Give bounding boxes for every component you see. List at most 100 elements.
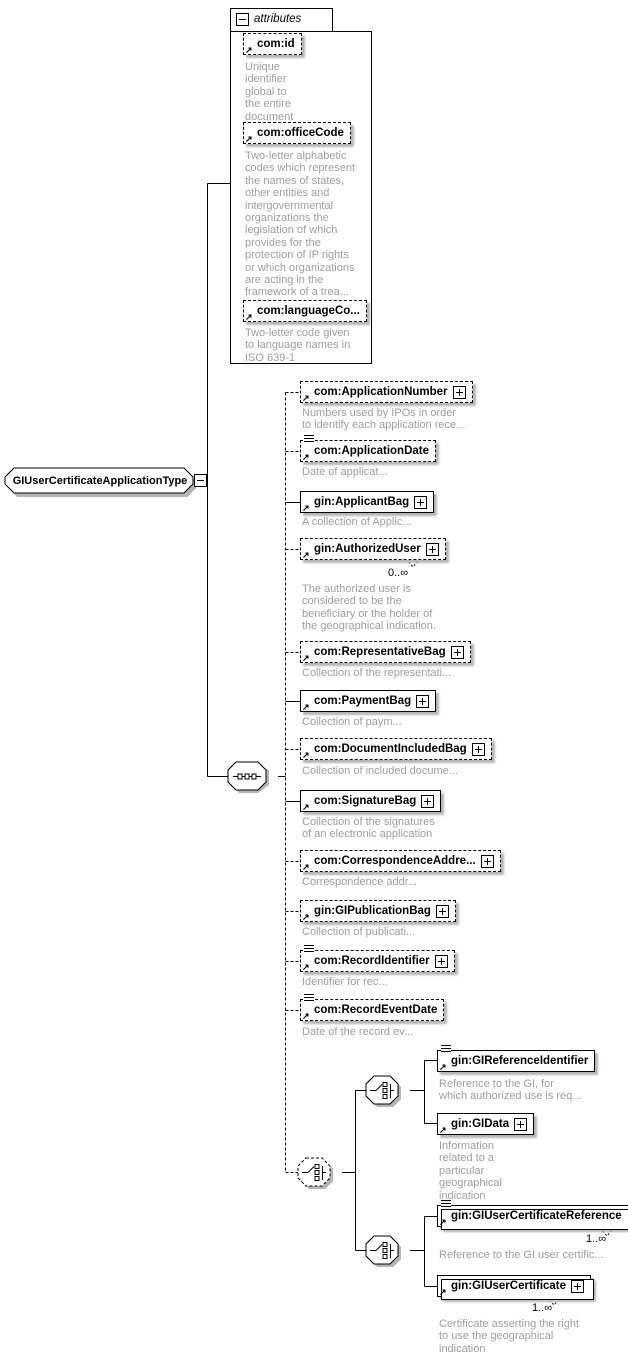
expand-icon[interactable] [480, 854, 494, 868]
text-content-icon [304, 435, 314, 443]
element-label: com:DocumentIncludedBag [314, 743, 467, 755]
element-label: com:PaymentBag [314, 695, 412, 707]
element-gin-authorized-user[interactable]: gin:AuthorizedUser [300, 538, 446, 560]
element-label: com:RecordEventDate [314, 1004, 438, 1016]
element-description: Certificate asserting the right to use t… [439, 1318, 580, 1355]
element-com-correspondence-address[interactable]: com:CorrespondenceAddre... [300, 850, 501, 872]
attribute-label: com:languageCo... [257, 305, 360, 317]
occurrence-label: 0..∞ [388, 567, 409, 579]
element-com-signature-bag[interactable]: com:SignatureBag [300, 790, 442, 812]
element-gin-gi-publication-bag[interactable]: gin:GIPublicationBag [300, 900, 456, 922]
element-gin-gi-user-certificate-reference[interactable]: gin:GIUserCertificateReference [437, 1200, 628, 1230]
element-label: com:RepresentativeBag [314, 646, 446, 658]
element-arrow-icon [245, 134, 255, 144]
element-com-payment-bag[interactable]: com:PaymentBag [300, 690, 437, 712]
element-arrow-icon [245, 45, 255, 55]
attributes-panel-title: attributes [254, 13, 302, 25]
attributes-panel [230, 8, 372, 364]
attribute-description: Unique identifier global to the entire d… [245, 61, 294, 123]
root-element-shape[interactable] [4, 467, 196, 497]
text-content-icon [304, 994, 314, 1002]
element-arrow-icon [302, 702, 312, 712]
element-arrow-icon [302, 750, 312, 760]
element-label: gin:GIPublicationBag [314, 905, 431, 917]
attribute-com-office-code[interactable]: com:officeCode [243, 122, 351, 144]
element-label: gin:ApplicantBag [314, 496, 410, 508]
element-arrow-icon [302, 503, 312, 513]
element-description: Identifier for rec... [302, 976, 388, 988]
element-description: A collection of Applic... [302, 516, 412, 528]
expand-icon[interactable] [421, 794, 435, 808]
element-arrow-icon [302, 802, 312, 812]
expand-icon[interactable] [450, 645, 464, 659]
text-content-icon [441, 1200, 451, 1208]
element-com-document-included-bag[interactable]: com:DocumentIncludedBag [300, 738, 492, 760]
element-description: Reference to the GI user certific... [439, 1249, 604, 1261]
expand-icon[interactable] [435, 904, 449, 918]
element-arrow-icon [439, 1287, 449, 1297]
attribute-description: Two-letter code given to language names … [245, 327, 351, 364]
element-description: Information related to a particular geog… [439, 1140, 502, 1202]
element-label: gin:AuthorizedUser [314, 543, 421, 555]
element-description: Collection of the signatures of an elect… [302, 816, 435, 841]
choice-icon[interactable] [365, 1075, 401, 1107]
element-com-application-number[interactable]: com:ApplicationNumber [300, 381, 473, 403]
element-description: Collection of publicati... [302, 926, 416, 938]
element-arrow-icon [439, 1062, 449, 1072]
attribute-label: com:id [257, 38, 295, 50]
expand-icon[interactable] [425, 542, 439, 556]
element-com-representative-bag[interactable]: com:RepresentativeBag [300, 641, 471, 663]
text-content-icon [441, 1045, 451, 1053]
sequence-icon[interactable] [227, 761, 269, 793]
occurrence-chevron [599, 1227, 615, 1237]
element-label: gin:GIUserCertificateReference [451, 1210, 622, 1222]
expand-icon[interactable] [514, 1117, 528, 1131]
element-label: gin:GIData [451, 1118, 510, 1130]
element-arrow-icon [302, 393, 312, 403]
element-label: gin:GIReferenceIdentifier [451, 1055, 589, 1067]
element-arrow-icon [302, 550, 312, 560]
expand-icon[interactable] [416, 694, 430, 708]
element-arrow-icon [245, 312, 255, 322]
element-label: com:SignatureBag [314, 795, 417, 807]
attribute-description: Two-letter alphabetic codes which repres… [245, 150, 356, 299]
element-label: com:CorrespondenceAddre... [314, 855, 476, 867]
element-description: Date of applicat... [302, 466, 388, 478]
element-com-record-identifier[interactable]: com:RecordIdentifier [300, 945, 455, 972]
element-arrow-icon [302, 653, 312, 663]
expand-icon[interactable] [571, 1279, 585, 1293]
collapse-icon[interactable] [236, 13, 249, 26]
collapse-icon[interactable] [194, 474, 207, 487]
element-description: Date of the record ev... [302, 1026, 414, 1038]
expand-icon[interactable] [414, 495, 428, 509]
element-gin-gi-reference-identifier[interactable]: gin:GIReferenceIdentifier [437, 1045, 596, 1072]
element-arrow-icon [302, 912, 312, 922]
occurrence-chevron [405, 558, 421, 568]
element-description: Collection of the representati... [302, 667, 452, 679]
element-gin-applicant-bag[interactable]: gin:ApplicantBag [300, 491, 435, 513]
element-description: Reference to the GI, for which authorize… [439, 1078, 582, 1103]
attribute-com-id[interactable]: com:id [243, 33, 302, 55]
expand-icon[interactable] [434, 954, 448, 968]
occurrence-label: 1..∞ [586, 1233, 607, 1245]
element-description: The authorized user is considered to be … [302, 583, 436, 633]
element-description: Collection of included docume... [302, 765, 458, 777]
element-gin-gi-user-certificate[interactable]: gin:GIUserCertificate [437, 1275, 595, 1300]
element-com-record-event-date[interactable]: com:RecordEventDate [300, 994, 445, 1021]
element-description: Correspondence addr... [302, 876, 417, 888]
choice-icon[interactable] [297, 1157, 333, 1189]
element-arrow-icon [439, 1217, 449, 1227]
element-arrow-icon [439, 1125, 449, 1135]
element-arrow-icon [302, 962, 312, 972]
attribute-com-language-code[interactable]: com:languageCo... [243, 300, 367, 322]
element-com-application-date[interactable]: com:ApplicationDate [300, 435, 437, 462]
element-label: gin:GIUserCertificate [451, 1280, 567, 1292]
expand-icon[interactable] [452, 385, 466, 399]
element-arrow-icon [302, 862, 312, 872]
expand-icon[interactable] [471, 742, 485, 756]
root-element-label[interactable]: GIUserCertificateApplicationType [12, 474, 188, 487]
choice-icon[interactable] [365, 1235, 401, 1267]
element-gin-gi-data[interactable]: gin:GIData [437, 1113, 535, 1135]
